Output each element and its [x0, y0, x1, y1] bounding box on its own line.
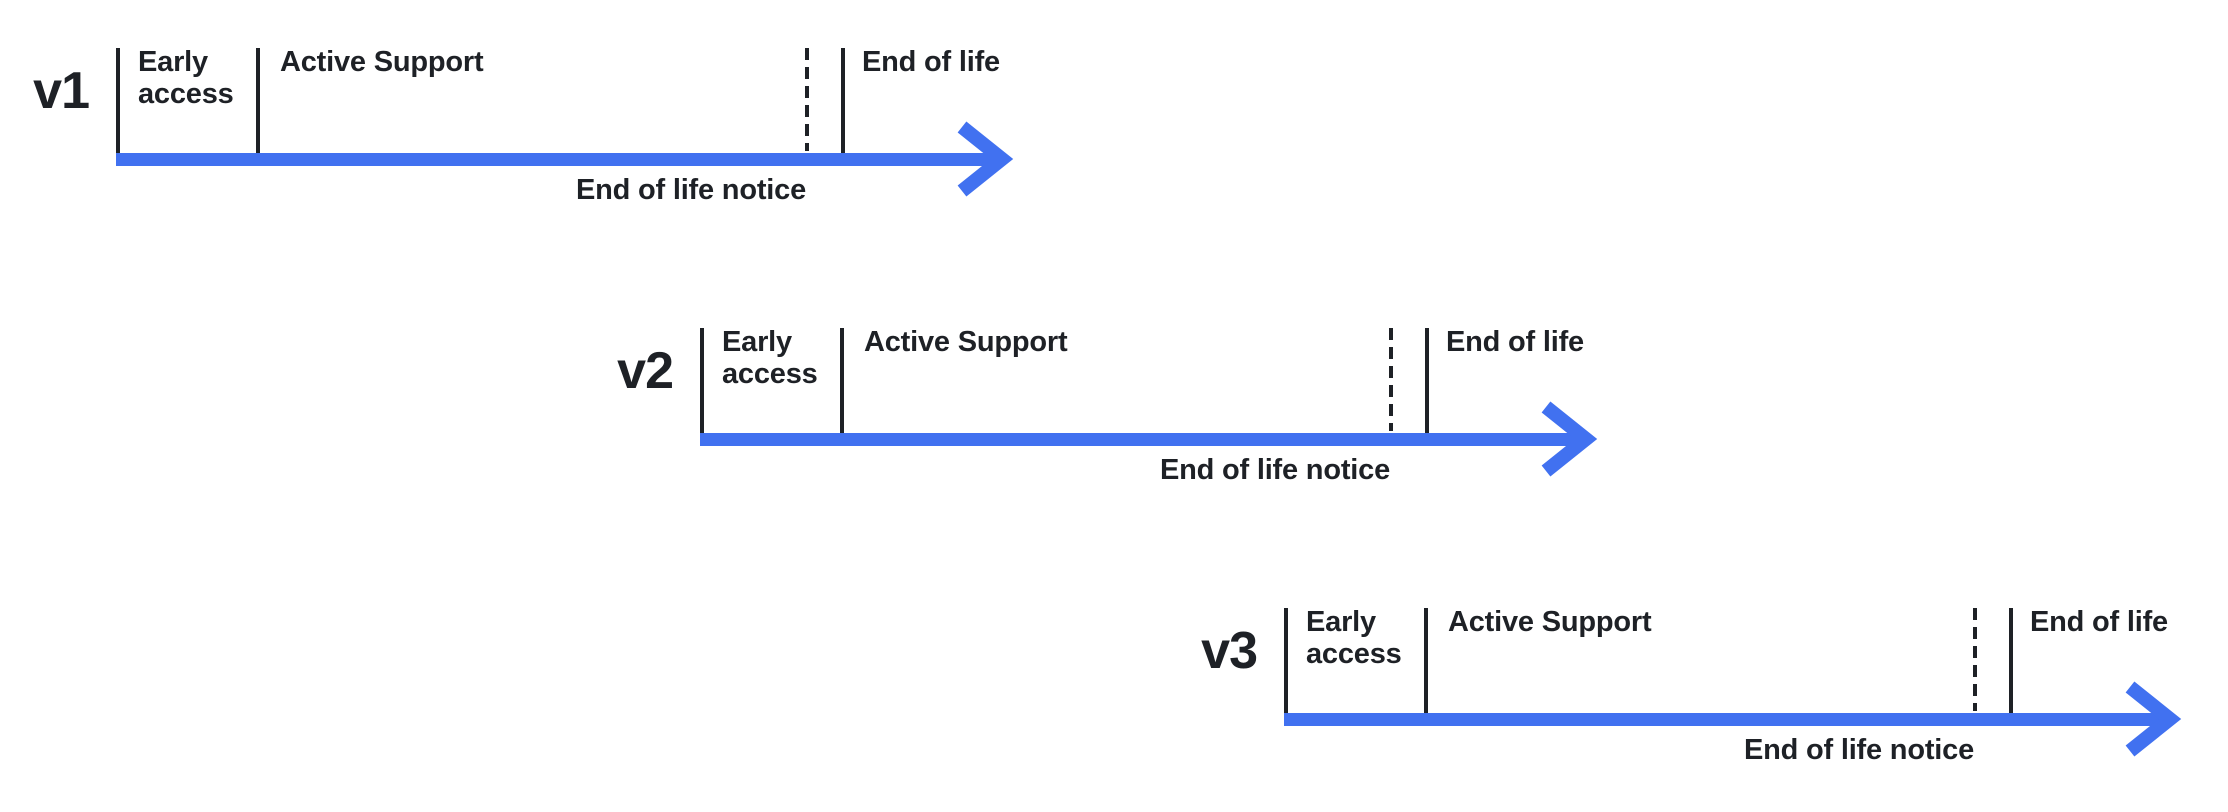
version-label: v3: [1201, 622, 1258, 680]
arrowhead-icon: [957, 121, 1014, 197]
early-access-label: Early access: [138, 46, 234, 110]
timeline-arrow-bar: [116, 153, 998, 166]
active-support-label: Active Support: [864, 326, 1068, 358]
active-support-label: Active Support: [280, 46, 484, 78]
end-of-life-tick: [841, 48, 845, 153]
timeline-v1: v1 Early access Active Support End of li…: [33, 46, 1058, 278]
timeline-arrow-bar: [1284, 713, 2166, 726]
early-access-start-tick: [1284, 608, 1288, 713]
early-access-start-tick: [700, 328, 704, 433]
end-of-life-notice-dashed-line: [805, 48, 809, 151]
active-support-start-tick: [840, 328, 844, 433]
active-support-start-tick: [256, 48, 260, 153]
version-label: v1: [33, 62, 90, 120]
end-of-life-notice-label: End of life notice: [1743, 734, 1974, 766]
end-of-life-tick: [1425, 328, 1429, 433]
arrowhead-icon: [1541, 401, 1598, 477]
arrowhead-icon: [2125, 681, 2182, 757]
end-of-life-label: End of life: [1446, 326, 1584, 358]
end-of-life-notice-dashed-line: [1973, 608, 1977, 711]
early-access-start-tick: [116, 48, 120, 153]
timeline-v2: v2 Early access Active Support End of li…: [617, 326, 1642, 558]
end-of-life-notice-label: End of life notice: [1159, 454, 1390, 486]
end-of-life-notice-dashed-line: [1389, 328, 1393, 431]
early-access-label: Early access: [1306, 606, 1402, 670]
end-of-life-label: End of life: [862, 46, 1000, 78]
version-label: v2: [617, 342, 674, 400]
active-support-start-tick: [1424, 608, 1428, 713]
timeline-arrow-bar: [700, 433, 1582, 446]
end-of-life-notice-label: End of life notice: [575, 174, 806, 206]
timeline-v3: v3 Early access Active Support End of li…: [1201, 606, 2226, 812]
end-of-life-label: End of life: [2030, 606, 2168, 638]
early-access-label: Early access: [722, 326, 818, 390]
end-of-life-tick: [2009, 608, 2013, 713]
active-support-label: Active Support: [1448, 606, 1652, 638]
